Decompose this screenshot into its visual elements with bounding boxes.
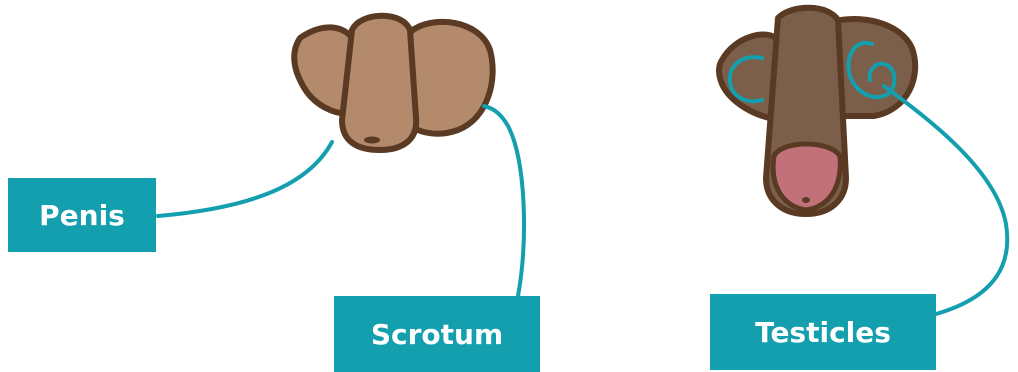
label-scrotum: Scrotum xyxy=(334,296,540,372)
penis-leader-line xyxy=(158,142,332,216)
label-scrotum-text: Scrotum xyxy=(371,321,503,349)
label-penis-text: Penis xyxy=(39,202,125,230)
scrotum-leader-line xyxy=(484,106,524,296)
label-testicles-text: Testicles xyxy=(755,319,891,347)
illustration-left xyxy=(294,16,492,150)
testicles-leader-line xyxy=(884,86,1007,314)
penis-opening-right xyxy=(802,197,810,203)
illustration-right xyxy=(719,8,915,214)
penis-shaft xyxy=(342,16,416,150)
penis-opening xyxy=(364,137,380,144)
scrotum-right-lobe xyxy=(406,22,493,134)
label-testicles: Testicles xyxy=(710,294,936,370)
label-penis: Penis xyxy=(8,178,156,252)
